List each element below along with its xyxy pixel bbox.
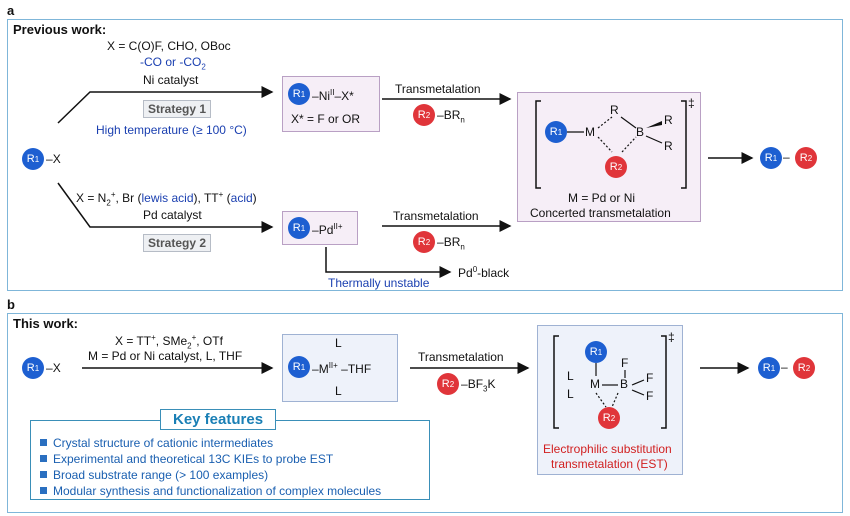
est-caption-line2: transmetalation (EST) (551, 457, 668, 471)
branch-arrow-top (57, 86, 274, 124)
key-feature-item: Modular synthesis and functionalization … (40, 484, 381, 498)
ts-metal-a: M (585, 125, 595, 139)
key-feature-item: Experimental and theoretical 13C KIEs to… (40, 452, 333, 466)
transmet-label-top: Transmetalation (395, 82, 481, 96)
xstar-definition: X* = F or OR (291, 112, 361, 126)
ts-r-lower-a: R (664, 139, 673, 153)
decomposition-arrow (325, 247, 452, 278)
intermediate-l-top: L (335, 336, 342, 350)
intermediate-l-bottom: L (335, 384, 342, 398)
pd-metal: –PdII+ (312, 222, 343, 237)
bullet-icon (40, 487, 47, 494)
ts-f1-b: F (621, 356, 629, 370)
product-bond-a: – (783, 150, 790, 164)
ts-metal-definition: M = Pd or Ni (568, 191, 636, 205)
x-definition-top: X = C(O)F, CHO, OBoc (107, 39, 231, 53)
est-ts-box (537, 325, 683, 475)
transmet-label-bottom: Transmetalation (393, 209, 479, 223)
ts-boron-b: B (620, 377, 629, 391)
ts-metal-b: M (590, 377, 600, 391)
x-definition-b: X = TT+, SMe2+, OTf (115, 333, 223, 351)
pd-black: Pd0-black (458, 265, 510, 280)
ts-f2-b: F (646, 371, 654, 385)
panel-a-header: Previous work: (13, 22, 107, 37)
panel-b (7, 313, 843, 513)
ts-boron-a: B (636, 125, 645, 139)
boron-reagent-bottom: –BRn (437, 235, 465, 252)
ni-catalyst: Ni catalyst (143, 73, 199, 87)
ts-caption-a: Concerted transmetalation (530, 206, 671, 220)
product-bond-b: – (781, 360, 788, 374)
strategy-1-badge: Strategy 1 (143, 100, 212, 118)
thermally-unstable: Thermally unstable (328, 276, 430, 290)
panel-a-letter: a (7, 3, 15, 18)
branch-arrow-bottom (57, 182, 274, 233)
key-feature-item: Broad substrate range (> 100 examples) (40, 468, 268, 482)
panel-b-letter: b (7, 297, 15, 312)
key-features-title: Key features (160, 409, 277, 430)
ts-l1-b: L (567, 369, 574, 383)
ts-dagger-a: ‡ (688, 96, 695, 110)
boron-reagent-b: –BF3K (461, 377, 496, 394)
ts-l2-b: L (567, 387, 574, 401)
intermediate-metal: –MII+ –THF (312, 361, 372, 376)
panel-a (7, 19, 843, 291)
substrate-x-b: –X (46, 361, 61, 375)
strategy-2-badge: Strategy 2 (143, 234, 212, 252)
high-temperature: High temperature (≥ 100 °C) (96, 123, 247, 137)
co-loss: -CO or -CO2 (140, 55, 206, 72)
pd-catalyst: Pd catalyst (143, 208, 202, 222)
transmet-label-b: Transmetalation (418, 350, 504, 364)
ts-r-upper-a: R (664, 113, 673, 127)
boron-reagent-top: –BRn (437, 108, 465, 125)
bullet-icon (40, 471, 47, 478)
est-caption-line1: Electrophilic substitution (543, 442, 672, 456)
bullet-icon (40, 439, 47, 446)
ni-metal: –NiII–X* (312, 88, 354, 103)
substrate-x: –X (46, 152, 61, 166)
key-feature-item: Crystal structure of cationic intermedia… (40, 436, 273, 450)
ts-r-top-a: R (610, 103, 619, 117)
catalyst-definition-b: M = Pd or Ni catalyst, L, THF (88, 349, 243, 363)
ts-f3-b: F (646, 389, 654, 403)
ts-dagger-b: ‡ (668, 330, 675, 344)
x-definition-bottom: X = N2+, Br (lewis acid), TT+ (acid) (76, 190, 257, 208)
panel-b-header: This work: (13, 316, 79, 331)
bullet-icon (40, 455, 47, 462)
